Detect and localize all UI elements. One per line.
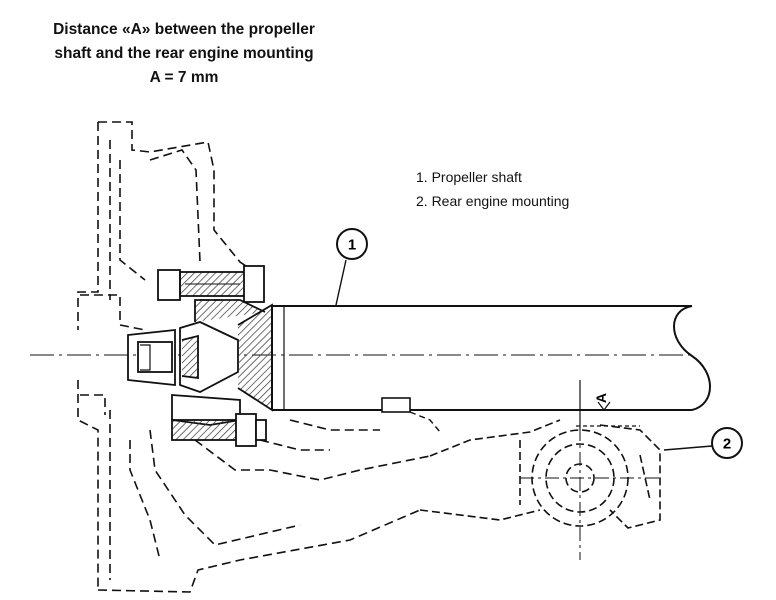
dimension-a xyxy=(576,380,640,430)
gearbox-housing-outline xyxy=(77,121,431,593)
title-line-3: A = 7 mm xyxy=(149,69,219,86)
diagram-title: Distance «A» between the propeller shaft… xyxy=(14,18,354,90)
flange-hub xyxy=(127,299,273,426)
dimension-a-label: A xyxy=(593,393,609,403)
lower-bolt xyxy=(171,413,267,447)
title-line-2: shaft and the rear engine mounting xyxy=(54,45,314,62)
legend-item-rear-engine-mounting: 2. Rear engine mounting xyxy=(416,193,570,209)
upper-bolt xyxy=(157,265,265,303)
callout-2-label: 2 xyxy=(723,436,731,453)
title-line-1: Distance «A» between the propeller xyxy=(53,21,315,38)
callout-2: 2 xyxy=(663,427,743,459)
callout-1: 1 xyxy=(335,228,368,306)
legend-item-propeller-shaft: 1. Propeller shaft xyxy=(416,169,522,185)
propeller-shaft xyxy=(271,305,711,433)
legend: 1. Propeller shaft 2. Rear engine mounti… xyxy=(416,165,569,213)
callout-1-label: 1 xyxy=(348,237,356,254)
rear-engine-mounting xyxy=(419,419,661,529)
